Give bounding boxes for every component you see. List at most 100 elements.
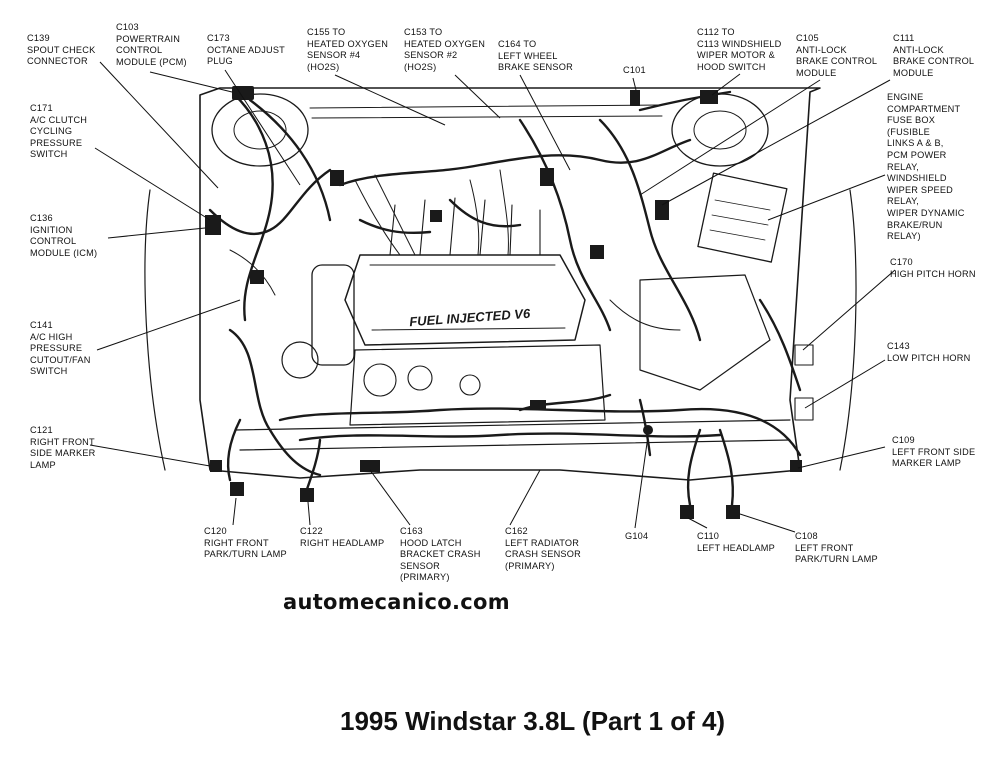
callout-line: RELAY,: [887, 196, 920, 207]
callout-line: C171: [30, 103, 53, 113]
callout-line: HEATED OXYGEN: [404, 38, 486, 49]
pulley-2: [407, 365, 433, 391]
callout-line: C139: [27, 33, 50, 43]
callout-line: ENGINE: [887, 92, 924, 102]
callout-line: MODULE: [893, 67, 934, 78]
air-cleaner: [311, 264, 355, 366]
callout-line: BRAKE SENSOR: [498, 62, 573, 73]
callout-line: PLUG: [207, 56, 233, 67]
callout-line: PRESSURE: [30, 343, 83, 354]
callout-line: C163: [400, 526, 423, 536]
callout-line: C164 TO: [498, 39, 537, 49]
callout-line: C105: [796, 33, 819, 43]
callout-line: WIPER MOTOR &: [697, 50, 775, 61]
radiator-support: [234, 419, 791, 451]
callout-line: OCTANE ADJUST: [207, 44, 285, 55]
callout-line: C155 TO: [307, 27, 346, 37]
right-strut-tower: [211, 93, 309, 167]
cowl-line: [309, 104, 663, 119]
callout-line: C153 TO: [404, 27, 443, 37]
diagram-caption: 1995 Windstar 3.8L (Part 1 of 4): [340, 706, 726, 736]
wiring-harness: [208, 90, 802, 507]
callout-line: LINKS A & B,: [887, 138, 944, 149]
callout-line: PRESSURE: [30, 137, 83, 148]
callout-line: C120: [204, 526, 227, 536]
callout-line: LEFT FRONT: [795, 542, 854, 553]
callout-line: MODULE (PCM): [116, 56, 187, 67]
callout-line: POWERTRAIN: [116, 33, 181, 44]
callout-line: C108: [795, 531, 818, 541]
callout-line: C121: [30, 425, 53, 435]
callout-line: RIGHT HEADLAMP: [300, 537, 385, 548]
callout-line: HOOD SWITCH: [697, 61, 766, 72]
engine-lettering: FUEL INJECTED V6: [409, 306, 532, 329]
callout-line: CONTROL: [30, 236, 77, 247]
callout-line: WIPER SPEED: [887, 184, 954, 195]
callout-line: CUTOUT/FAN: [30, 354, 91, 365]
callout-line: C173: [207, 33, 230, 43]
right-strut-tower-inner: [233, 110, 287, 150]
callout-line: C101: [623, 65, 646, 75]
callout-line: C112 TO: [697, 27, 735, 37]
callout-line: COMPARTMENT: [887, 103, 961, 114]
callout-line: MODULE (ICM): [30, 247, 98, 258]
callout-c101: C101: [623, 65, 646, 77]
battery: [639, 274, 771, 391]
fuse-box: [697, 172, 788, 263]
callout-line: RIGHT FRONT: [204, 537, 269, 548]
pulley-3: [459, 374, 481, 396]
fuse-box-detail: [709, 199, 771, 241]
callout-line: C122: [300, 526, 323, 536]
callout-line: SENSOR: [400, 560, 441, 571]
engine-front: [349, 344, 606, 426]
callout-line: FUSE BOX: [887, 115, 936, 126]
callout-line: (HO2S): [404, 61, 437, 72]
callout-line: (PRIMARY): [505, 560, 555, 571]
compartment-left-fender: [144, 189, 166, 471]
callout-line: (FUSIBLE: [887, 126, 930, 137]
low-pitch-horn: [794, 397, 814, 421]
callout-line: LEFT FRONT SIDE: [892, 446, 976, 457]
callout-line: SWITCH: [30, 149, 68, 160]
callout-line: CYCLING: [30, 126, 73, 137]
wiring-harness-fine: [229, 169, 681, 331]
callout-line: CRASH SENSOR: [505, 549, 581, 560]
callout-line: PARK/TURN LAMP: [204, 549, 287, 560]
callout-line: C141: [30, 320, 53, 330]
callout-line: A/C CLUTCH: [30, 114, 88, 125]
callout-line: BRACKET CRASH: [400, 549, 481, 560]
callout-line: (PRIMARY): [400, 572, 450, 583]
pulley-1: [363, 363, 397, 397]
high-pitch-horn: [794, 344, 814, 366]
callout-line: SENSOR #2: [404, 50, 458, 61]
callout-line: HIGH PITCH HORN: [890, 268, 976, 279]
callout-line: LEFT HEADLAMP: [697, 542, 775, 553]
callout-line: C103: [116, 22, 139, 32]
callout-line: WIPER DYNAMIC: [887, 207, 965, 218]
callout-line: (HO2S): [307, 61, 340, 72]
callout-line: RIGHT FRONT: [30, 436, 95, 447]
callout-line: CONTROL: [116, 45, 163, 56]
callout-line: LAMP: [30, 459, 56, 470]
intake-plenum: [344, 254, 586, 346]
callout-line: C110: [697, 531, 720, 541]
watermark: automecanico.com: [283, 590, 510, 614]
callout-line: C113 WINDSHIELD: [697, 38, 782, 49]
